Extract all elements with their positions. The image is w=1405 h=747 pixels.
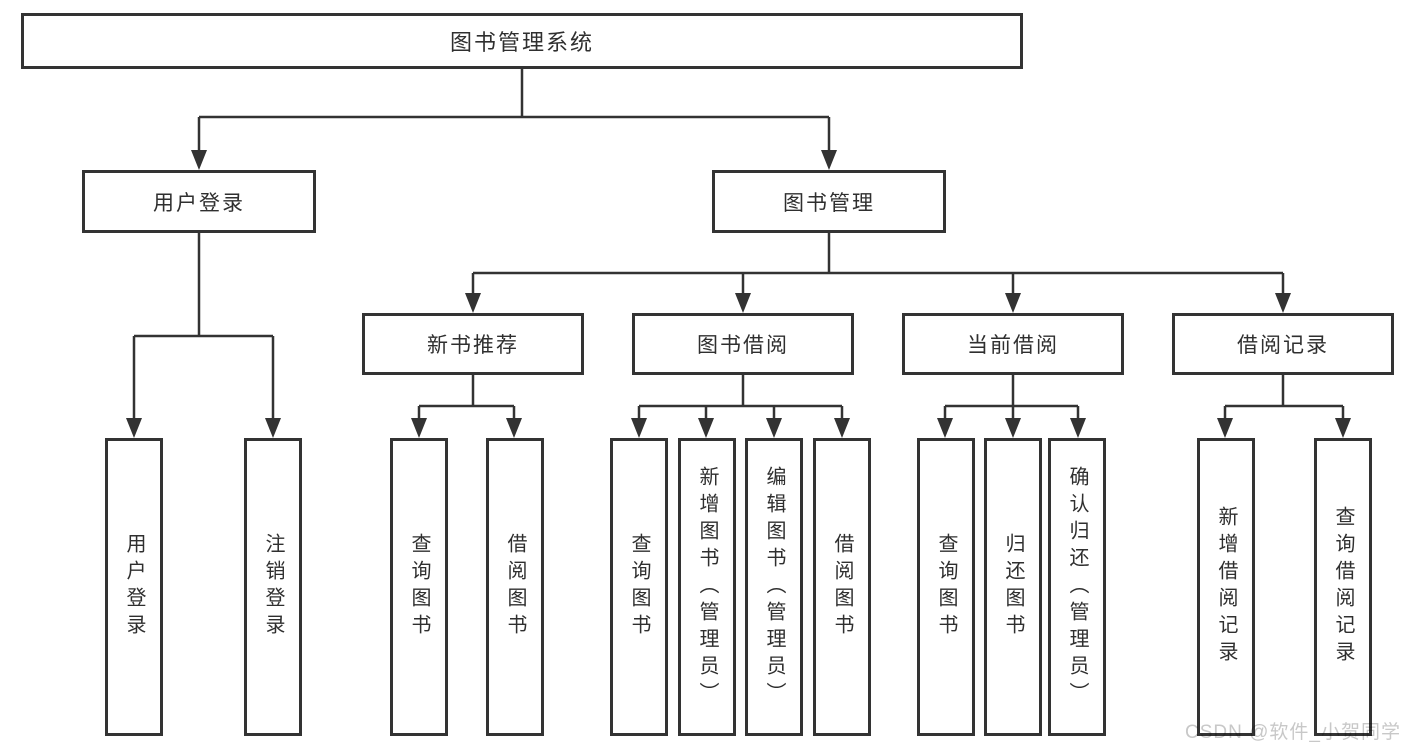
node-user-login: 用户登录 [82, 170, 316, 233]
node-book-borrow: 图书借阅 [632, 313, 854, 375]
leaf-current-return: 归还图书 [984, 438, 1042, 736]
leaf-record-add: 新增借阅记录 [1197, 438, 1255, 736]
leaf-user-login: 用户登录 [105, 438, 163, 736]
leaf-newbook-borrow: 借阅图书 [486, 438, 544, 736]
node-borrow-record: 借阅记录 [1172, 313, 1394, 375]
leaf-newbook-query: 查询图书 [390, 438, 448, 736]
leaf-current-confirm-admin: 确认归还（管理员） [1048, 438, 1106, 736]
leaf-record-query: 查询借阅记录 [1314, 438, 1372, 736]
leaf-user-logout: 注销登录 [244, 438, 302, 736]
csdn-watermark: CSDN @软件_小贺同学 [1185, 722, 1401, 743]
leaf-borrow-query: 查询图书 [610, 438, 668, 736]
node-root: 图书管理系统 [21, 13, 1023, 69]
arrowheads [126, 150, 1351, 438]
leaf-current-query: 查询图书 [917, 438, 975, 736]
node-new-book-recommend: 新书推荐 [362, 313, 584, 375]
leaf-borrow-add-admin: 新增图书（管理员） [678, 438, 736, 736]
leaf-borrow-borrow: 借阅图书 [813, 438, 871, 736]
node-book-management: 图书管理 [712, 170, 946, 233]
leaf-borrow-edit-admin: 编辑图书（管理员） [745, 438, 803, 736]
node-current-borrow: 当前借阅 [902, 313, 1124, 375]
